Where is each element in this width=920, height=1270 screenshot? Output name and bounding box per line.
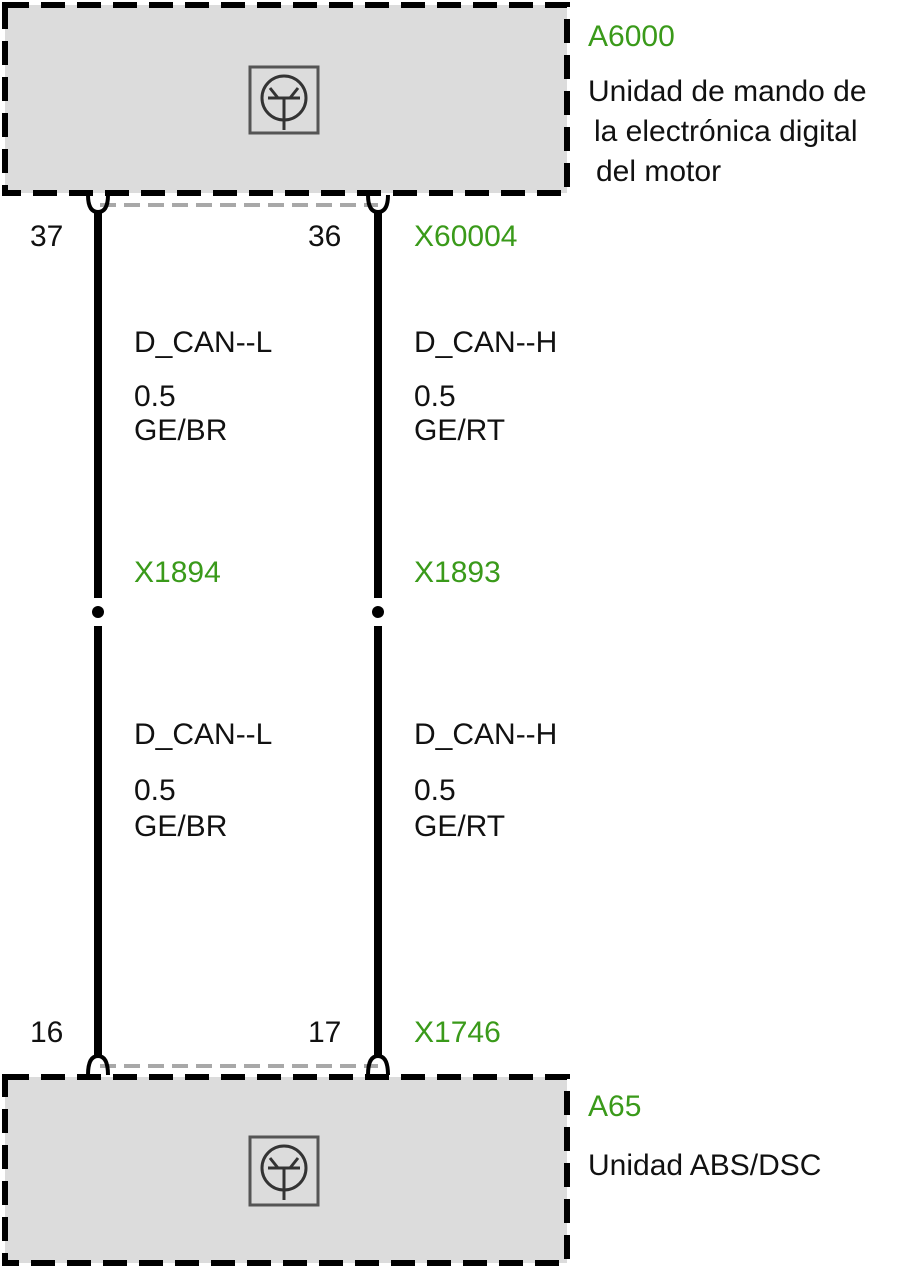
wire-color-label: GE/RT — [414, 810, 506, 843]
wire-size-label: 0.5 — [134, 774, 176, 807]
connector-code-x1746: X1746 — [414, 1016, 501, 1049]
wire-size-label: 0.5 — [134, 380, 176, 413]
wire-size-label: 0.5 — [414, 774, 456, 807]
wire-signal-label: D_CAN--H — [414, 718, 558, 751]
wire-signal-label: D_CAN--L — [134, 326, 273, 359]
transistor-symbol-icon — [248, 1135, 320, 1207]
module-name-a65: Unidad ABS/DSC — [588, 1146, 821, 1186]
module-name-line: Unidad ABS/DSC — [588, 1149, 822, 1182]
module-name-line: Unidad de mando de — [588, 75, 867, 108]
pin-number-16: 16 — [30, 1016, 64, 1049]
wire-color-label: GE/BR — [134, 810, 228, 843]
wire-color-label: GE/RT — [414, 414, 506, 447]
connector-code-x60004: X60004 — [414, 220, 518, 253]
wire-signal-label: D_CAN--H — [414, 326, 558, 359]
pin-number-36: 36 — [308, 220, 342, 253]
module-code-a65: A65 — [588, 1090, 642, 1123]
pin-hook-16 — [86, 1053, 110, 1076]
pin-number-37: 37 — [30, 220, 64, 253]
module-name-line: del motor — [596, 155, 722, 188]
wire-color-label: GE/BR — [134, 414, 228, 447]
connector-code-x1894: X1894 — [134, 556, 221, 589]
wire-signal-label: D_CAN--L — [134, 718, 273, 751]
module-name-line: la electrónica digital — [594, 115, 858, 148]
module-name-a6000: Unidad de mando de la electrónica digita… — [588, 72, 867, 192]
pin-hook-17 — [366, 1053, 390, 1076]
transistor-symbol-icon — [248, 65, 320, 135]
module-code-a6000: A6000 — [588, 20, 675, 53]
pin-number-17: 17 — [308, 1016, 342, 1049]
wire-size-label: 0.5 — [414, 380, 456, 413]
connector-code-x1893: X1893 — [414, 556, 501, 589]
splice-dot-x1893 — [372, 606, 384, 618]
splice-dot-x1894 — [92, 606, 104, 618]
